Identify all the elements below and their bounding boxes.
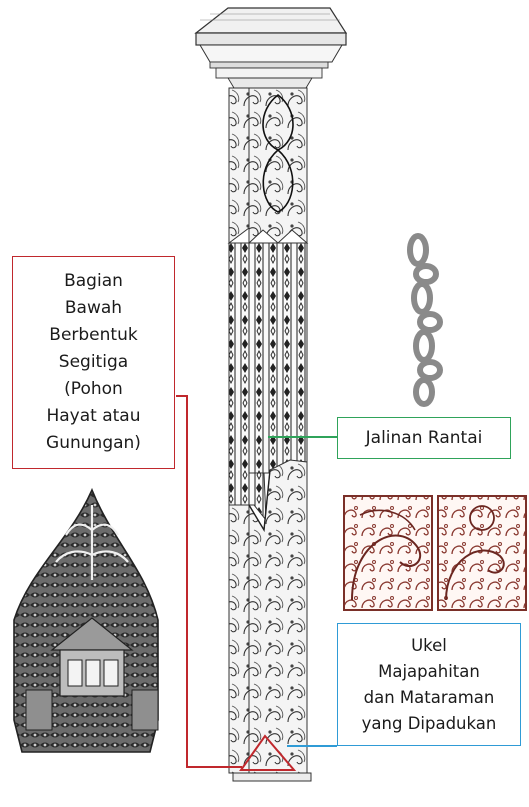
label-line: Hayat atau xyxy=(46,403,141,430)
gunungan-wayang-icon xyxy=(14,490,158,752)
label-bottom-triangle: Bagian Bawah Berbentuk Segitiga (Pohon H… xyxy=(12,256,175,469)
carved-pillar xyxy=(196,8,346,781)
label-line: Bawah xyxy=(46,295,141,322)
label-ukel: Ukel Majapahitan dan Mataraman yang Dipa… xyxy=(337,623,521,746)
label-line: (Pohon xyxy=(46,376,141,403)
label-line: Segitiga xyxy=(46,349,141,376)
label-line: Bagian xyxy=(46,268,141,295)
label-line: Gunungan) xyxy=(46,430,141,457)
label-line: dan Mataraman xyxy=(362,685,497,711)
label-line: Berbentuk xyxy=(46,322,141,349)
label-line: yang Dipadukan xyxy=(362,711,497,737)
label-line: Ukel xyxy=(362,633,497,659)
label-line: Majapahitan xyxy=(362,659,497,685)
chain-links-icon xyxy=(410,236,440,404)
ukel-ornament-panels xyxy=(344,496,526,610)
label-line: Jalinan Rantai xyxy=(366,425,483,452)
label-chain: Jalinan Rantai xyxy=(337,417,511,459)
